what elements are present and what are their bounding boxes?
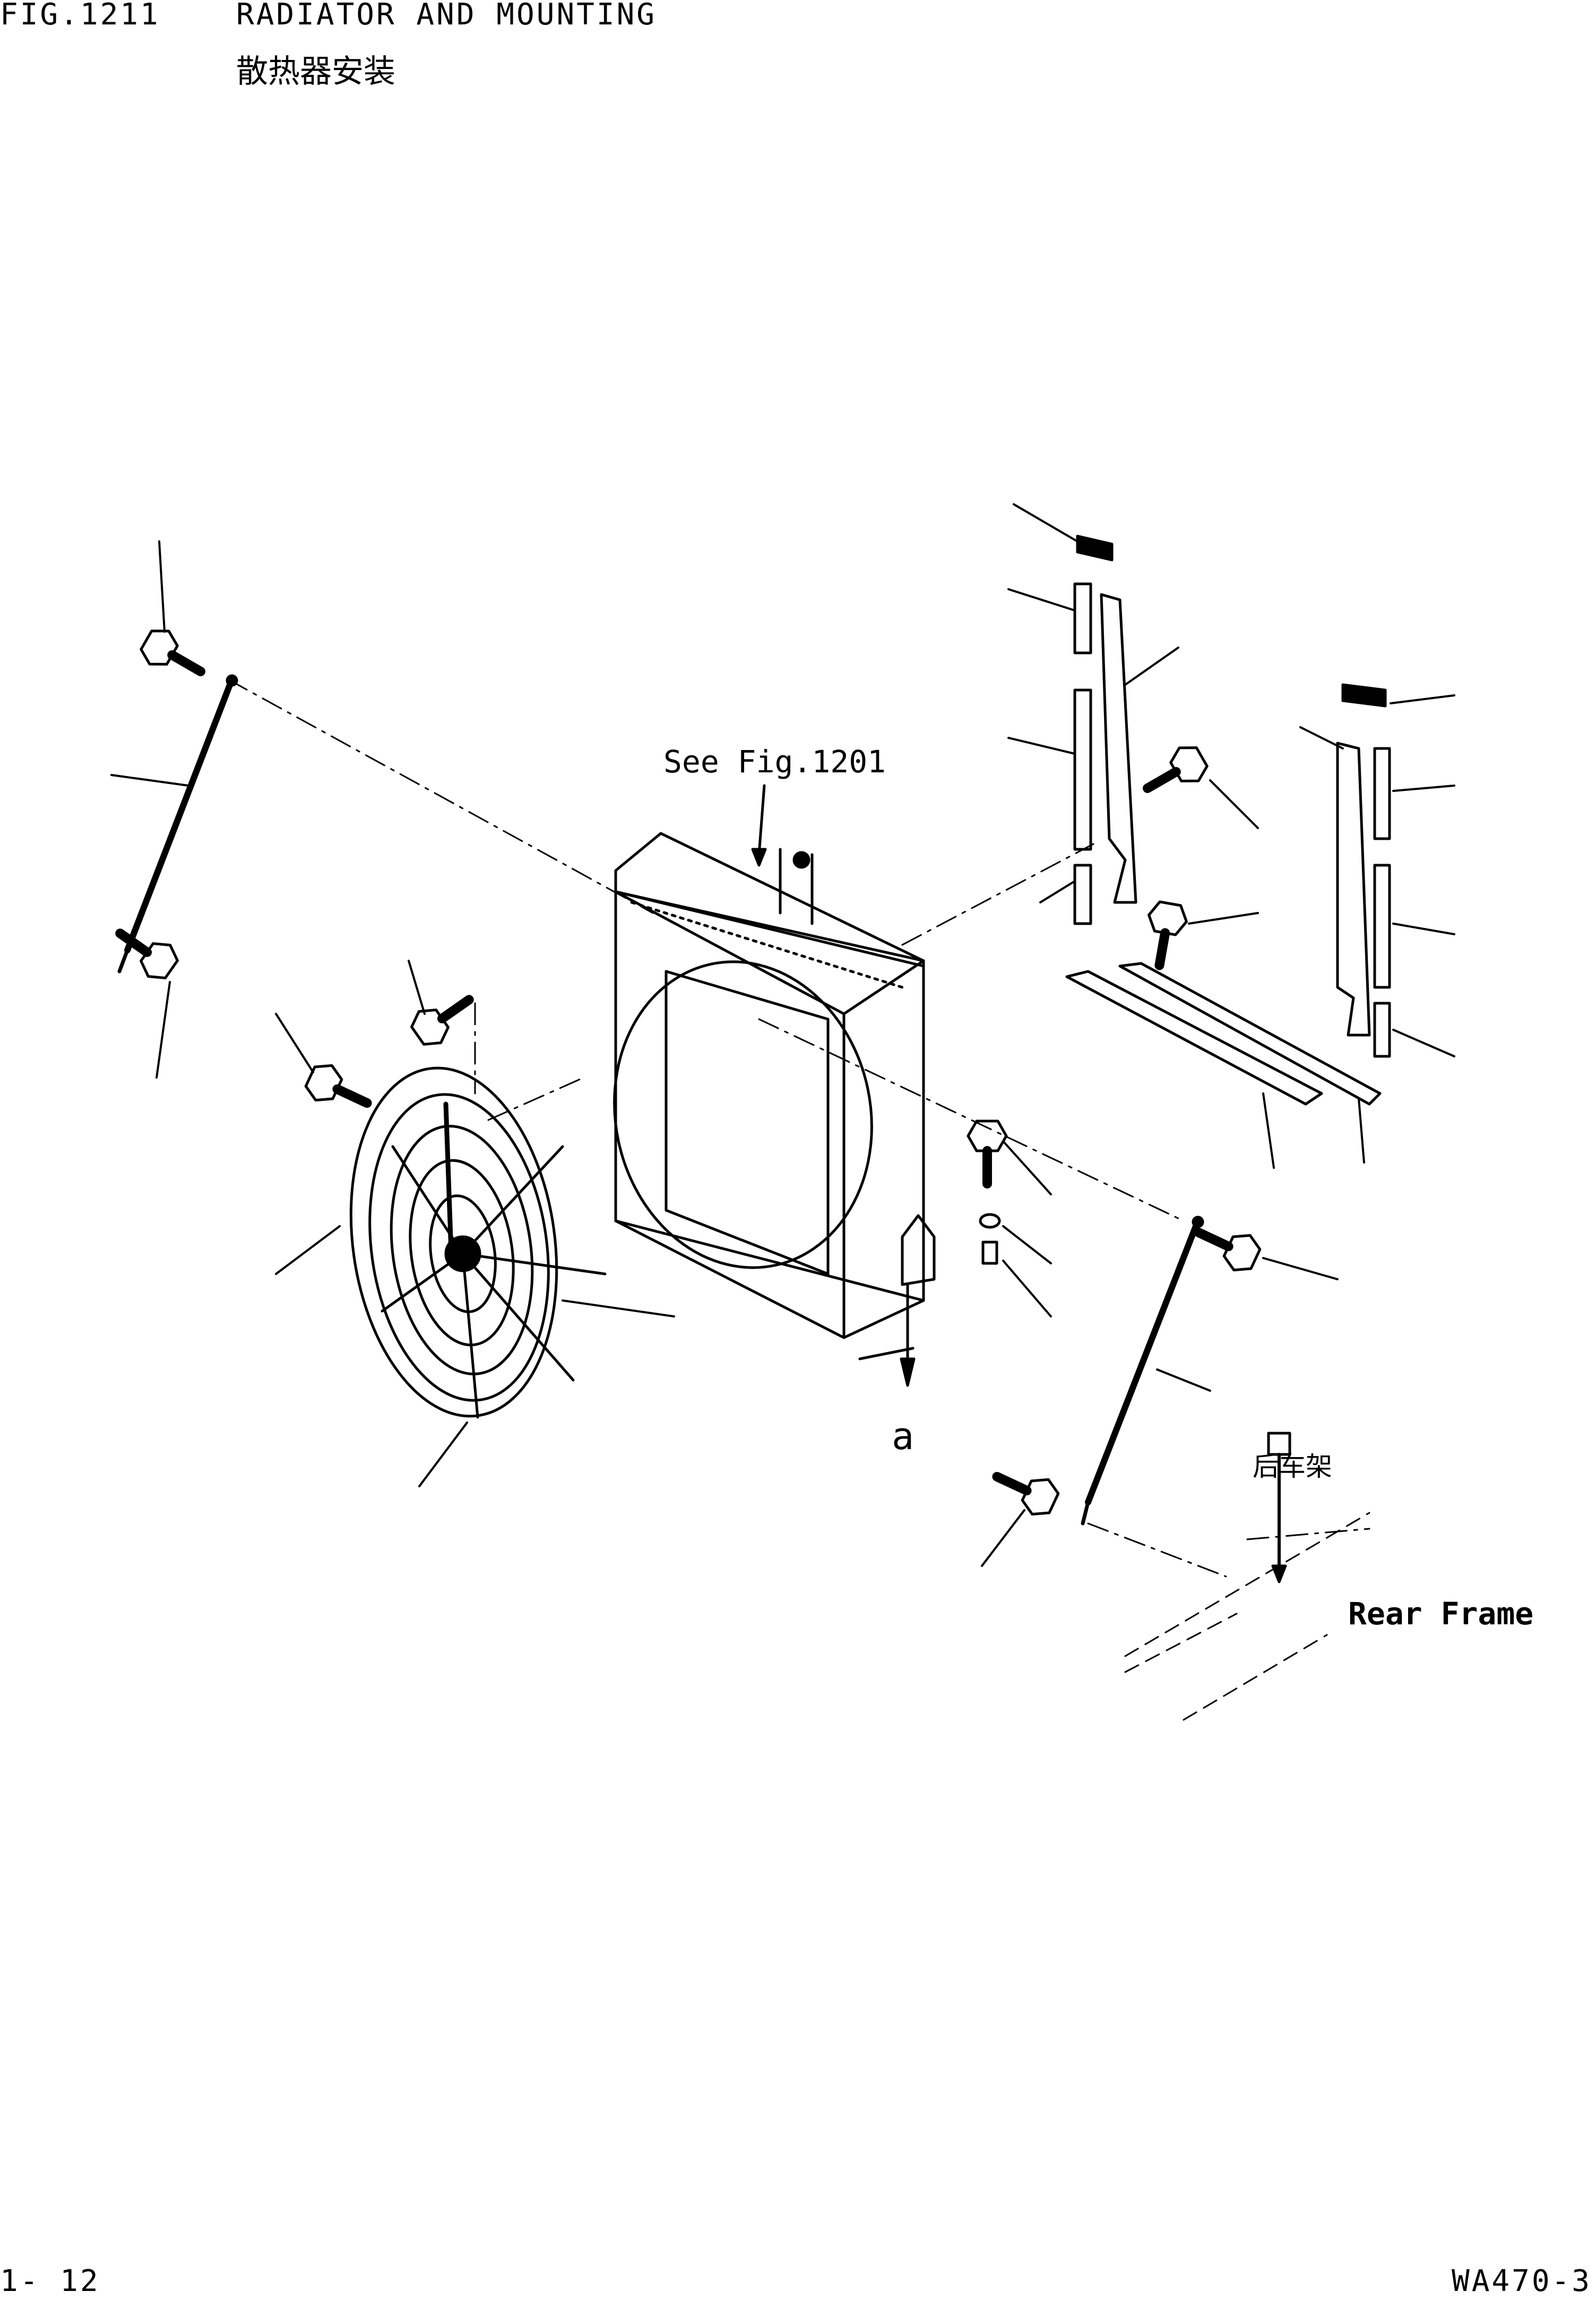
rear-frame-label: Rear Frame	[1348, 1596, 1533, 1632]
figure-title: RADIATOR AND MOUNTING	[236, 0, 657, 32]
seal-strips	[1065, 535, 1391, 1106]
figure-title-chinese: 散热器安装	[236, 53, 395, 90]
see-figure-reference: See Fig.1201	[663, 744, 886, 780]
page-number: 1- 12	[0, 2264, 100, 2298]
leader-lines	[110, 503, 1455, 1567]
see-ref-arrow	[757, 784, 766, 856]
left-support-rod	[117, 674, 238, 974]
rear-frame-label-chinese: 后车架	[1253, 1451, 1332, 1482]
side-bracket	[900, 1214, 936, 1387]
fan-guard	[349, 1066, 607, 1419]
right-support-rod	[1081, 1216, 1204, 1526]
rear-frame-outline	[1124, 1512, 1370, 1721]
figure-number: FIG.1211	[0, 0, 160, 32]
model-number: WA470-3	[1451, 2264, 1592, 2298]
assembly-center-lines	[227, 678, 1370, 1578]
radiator-core	[613, 832, 925, 1360]
marker-a: a	[892, 1415, 914, 1458]
bolt-icons	[115, 630, 1291, 1583]
